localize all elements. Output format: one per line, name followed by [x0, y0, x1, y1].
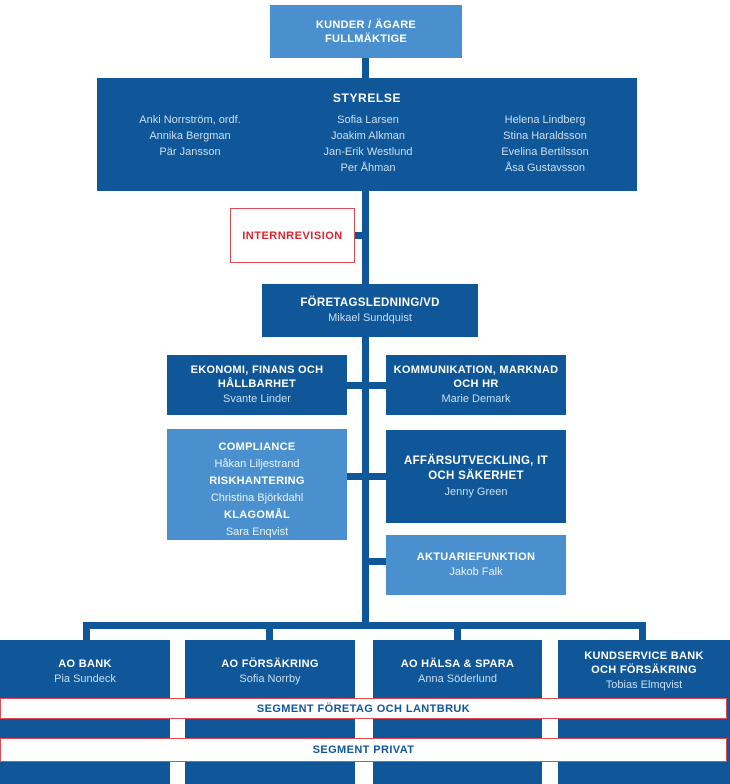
compliance-title: COMPLIANCE: [218, 441, 296, 453]
ao-bank-title: AO BANK: [58, 658, 112, 670]
connector-affarsutveckling-stub: [368, 473, 386, 480]
connector-internrevision-stub: [354, 232, 364, 239]
box-kunder-agare: KUNDER / ÄGARE FULLMÄKTIGE: [270, 5, 462, 58]
klagomal-title: KLAGOMÅL: [224, 509, 290, 521]
connector-drop-kundservice: [639, 629, 646, 640]
segment-foretag-lantbruk-label: SEGMENT FÖRETAG OCH LANTBRUK: [256, 702, 471, 715]
box-ekonomi: EKONOMI, FINANS OCH HÅLLBARHET Svante Li…: [167, 355, 347, 415]
affarsutveckling-name: Jenny Green: [444, 485, 508, 498]
styrelse-member: Pär Jansson: [159, 146, 221, 158]
segment-privat-bar: SEGMENT PRIVAT: [0, 738, 727, 762]
styrelse-title: STYRELSE: [332, 91, 402, 105]
box-kommunikation: KOMMUNIKATION, MARKNAD OCH HR Marie Dema…: [386, 355, 566, 415]
styrelse-member: Anki Norrström, ordf.: [139, 114, 241, 126]
connector-drop-forsakring: [266, 629, 273, 640]
styrelse-column-3: Helena Lindberg Stina Haraldsson Evelina…: [455, 112, 635, 176]
ao-bank-name: Pia Sundeck: [54, 673, 116, 685]
box-aktuariefunktion: AKTUARIEFUNKTION Jakob Falk: [386, 535, 566, 595]
riskhantering-name: Christina Björkdahl: [210, 492, 304, 504]
styrelse-member: Sofia Larsen: [337, 114, 399, 126]
ekonomi-name: Svante Linder: [223, 393, 291, 405]
kommunikation-name: Marie Demark: [441, 393, 511, 405]
connector-drop-bank: [83, 629, 90, 640]
kunder-title: KUNDER / ÄGARE FULLMÄKTIGE: [315, 18, 417, 45]
compliance-name: Håkan Liljestrand: [214, 458, 300, 470]
connector-aktuarie-stub: [368, 558, 386, 565]
styrelse-member: Jan-Erik Westlund: [323, 146, 413, 158]
connector-kommunikation-stub: [368, 382, 386, 389]
kundservice-title: KUNDSERVICE BANK OCH FÖRSÄKRING: [584, 650, 704, 676]
affarsutveckling-title: AFFÄRSUTVECKLING, IT OCH SÄKERHET: [404, 454, 548, 482]
internrevision-title: INTERNREVISION: [242, 229, 343, 242]
box-affarsutveckling: AFFÄRSUTVECKLING, IT OCH SÄKERHET Jenny …: [386, 430, 566, 523]
styrelse-member: Joakim Alkman: [331, 130, 405, 142]
foretagsledning-title: FÖRETAGSLEDNING/VD: [300, 296, 440, 309]
connector-drop-halsa: [454, 629, 461, 640]
klagomal-name: Sara Enqvist: [225, 526, 289, 538]
styrelse-member: Per Åhman: [340, 162, 396, 174]
aktuariefunktion-title: AKTUARIEFUNKTION: [416, 551, 536, 563]
kommunikation-title: KOMMUNIKATION, MARKNAD OCH HR: [393, 364, 559, 390]
box-internrevision: INTERNREVISION: [230, 208, 355, 263]
connector-compliance-stub: [346, 473, 364, 480]
connector-spine-top: [362, 58, 369, 80]
connector-spine-mid1: [362, 191, 369, 284]
connector-ekonomi-stub: [346, 382, 364, 389]
styrelse-member: Stina Haraldsson: [503, 130, 587, 142]
ao-halsa-spara-name: Anna Söderlund: [418, 673, 497, 685]
ao-forsakring-name: Sofia Norrby: [239, 673, 301, 685]
connector-distribution: [83, 622, 646, 629]
ekonomi-title: EKONOMI, FINANS OCH HÅLLBARHET: [190, 364, 324, 390]
box-styrelse: STYRELSE Anki Norrström, ordf. Annika Be…: [97, 78, 637, 191]
ao-halsa-spara-title: AO HÄLSA & SPARA: [400, 658, 515, 670]
styrelse-member: Evelina Bertilsson: [501, 146, 589, 158]
segment-privat-label: SEGMENT PRIVAT: [312, 744, 415, 756]
box-compliance: COMPLIANCE Håkan Liljestrand RISKHANTERI…: [167, 429, 347, 540]
styrelse-member: Annika Bergman: [149, 130, 231, 142]
styrelse-column-1: Anki Norrström, ordf. Annika Bergman Pär…: [100, 112, 280, 160]
kundservice-name: Tobias Elmqvist: [605, 679, 683, 691]
styrelse-column-2: Sofia Larsen Joakim Alkman Jan-Erik West…: [278, 112, 458, 176]
segment-foretag-lantbruk-bar: SEGMENT FÖRETAG OCH LANTBRUK: [0, 698, 727, 719]
styrelse-member: Helena Lindberg: [504, 114, 586, 126]
connector-spine-mid2: [362, 337, 369, 625]
riskhantering-title: RISKHANTERING: [209, 475, 305, 487]
ao-forsakring-title: AO FÖRSÄKRING: [221, 658, 319, 670]
foretagsledning-name: Mikael Sundquist: [328, 311, 412, 324]
box-foretagsledning: FÖRETAGSLEDNING/VD Mikael Sundquist: [262, 284, 478, 337]
aktuariefunktion-name: Jakob Falk: [449, 566, 503, 578]
styrelse-member: Åsa Gustavsson: [504, 162, 586, 174]
